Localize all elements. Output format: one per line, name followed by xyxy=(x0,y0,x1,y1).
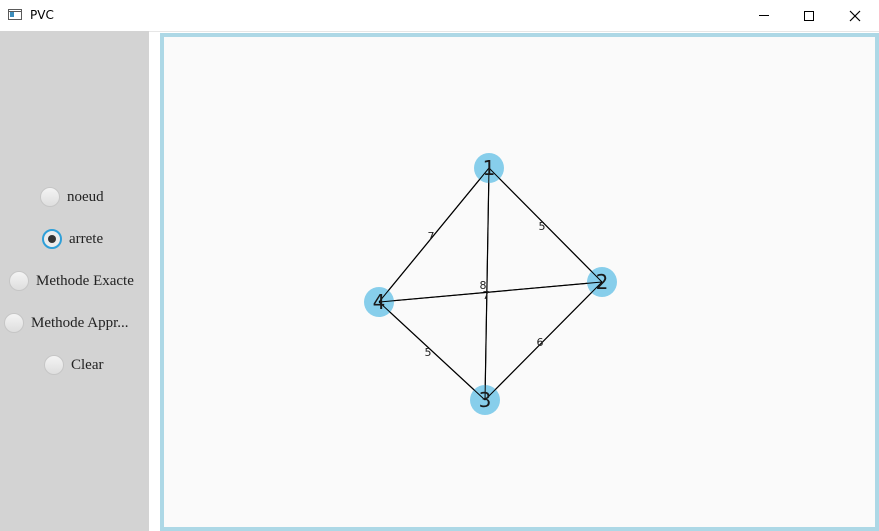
edge-weight-1-3: 8 xyxy=(480,279,487,292)
radio-label: Clear xyxy=(71,356,104,373)
control-panel: noeud arrete Methode Exacte Methode Appr… xyxy=(0,31,149,531)
radio-circle[interactable] xyxy=(40,187,60,207)
edge-overlay-3-2 xyxy=(484,281,603,401)
edge-weight-4-3: 5 xyxy=(425,346,432,359)
radio-label: Methode Exacte xyxy=(36,272,134,289)
node-label-3: 3 xyxy=(479,388,492,412)
edge-weight-3-2: 6 xyxy=(537,336,544,349)
radio-circle[interactable] xyxy=(44,355,64,375)
edge-overlay-4-2 xyxy=(378,281,603,303)
radio-clear[interactable]: Clear xyxy=(44,353,103,377)
radio-circle[interactable] xyxy=(9,271,29,291)
radio-circle-selected[interactable] xyxy=(42,229,62,249)
radio-label: Methode Appr... xyxy=(31,314,129,331)
radio-arrete[interactable]: arrete xyxy=(42,227,103,251)
edge-weight-4-2: 7 xyxy=(483,289,490,302)
app-icon xyxy=(8,9,22,20)
radio-label: arrete xyxy=(69,230,104,247)
minimize-icon xyxy=(759,15,769,16)
radio-noeud[interactable]: noeud xyxy=(40,185,104,209)
window-title: PVC xyxy=(30,8,54,22)
maximize-icon xyxy=(804,10,814,21)
node-label-1: 1 xyxy=(483,156,496,180)
radio-methode-approchee[interactable]: Methode Appr... xyxy=(4,311,129,335)
radio-circle[interactable] xyxy=(4,313,24,333)
node-label-4: 4 xyxy=(373,290,386,314)
maximize-button[interactable] xyxy=(786,0,832,31)
edge-overlay-1-2 xyxy=(488,167,603,283)
edge-overlay-1-4 xyxy=(378,167,490,303)
close-button[interactable] xyxy=(832,0,878,31)
radio-label: noeud xyxy=(67,188,104,205)
close-icon xyxy=(849,10,861,21)
node-label-2: 2 xyxy=(596,270,609,294)
radio-methode-exacte[interactable]: Methode Exacte xyxy=(9,269,134,293)
edge-weight-1-2: 5 xyxy=(539,220,546,233)
edge-weight-1-4: 7 xyxy=(428,230,435,243)
title-bar: PVC xyxy=(0,0,879,32)
edge-overlay-1-3 xyxy=(484,167,490,401)
minimize-button[interactable] xyxy=(741,0,787,31)
edge-overlay-4-3 xyxy=(378,301,486,401)
